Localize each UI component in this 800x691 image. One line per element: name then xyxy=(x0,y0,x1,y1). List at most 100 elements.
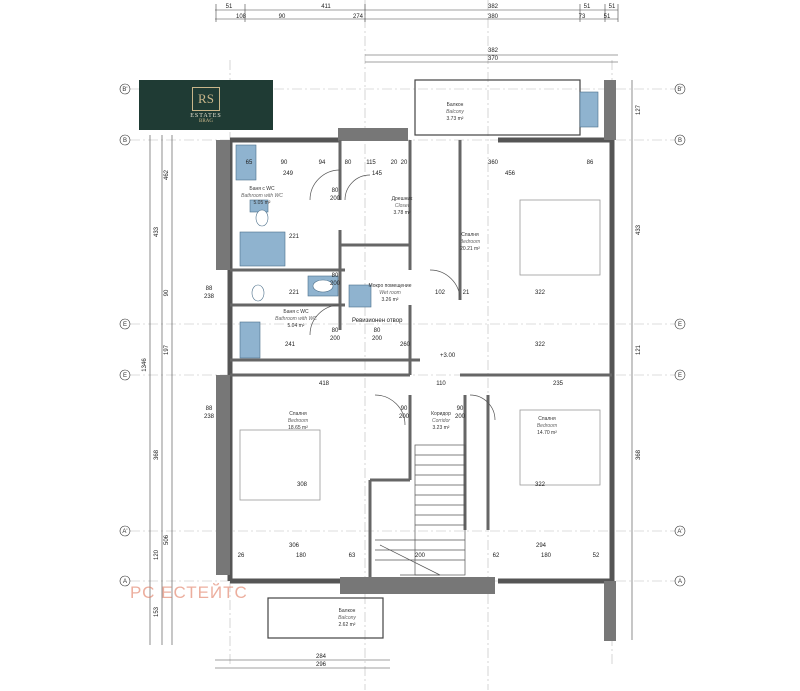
room-name-en: Corridor xyxy=(432,418,450,424)
dim-label: 368 xyxy=(636,449,642,460)
dim-label: 127 xyxy=(636,104,642,115)
door-label: 200 xyxy=(330,336,341,342)
dim-label: 115 xyxy=(366,160,376,166)
axis-letter: B' xyxy=(677,87,682,93)
dim-label: 221 xyxy=(289,290,300,296)
dim-label: 180 xyxy=(296,553,307,559)
dim-label: 235 xyxy=(553,381,564,387)
door-label: 200 xyxy=(372,336,383,342)
dim-label: 51 xyxy=(226,4,233,10)
axis-letter: E xyxy=(123,373,127,379)
door-label: 80 xyxy=(332,273,339,279)
left-dimension-text: 462 433 88 238 90 197 1346 88 238 368 50… xyxy=(142,169,215,617)
interior-walls xyxy=(230,140,612,577)
axis-letter: B' xyxy=(122,87,127,93)
dim-label: 102 xyxy=(435,290,446,296)
axis-letter: E xyxy=(123,322,127,328)
room-name: Балкон xyxy=(447,102,464,108)
dim-label: 296 xyxy=(316,662,327,668)
annotations: Ревизионен отвор +3.00 xyxy=(352,318,456,359)
dim-label: 80 xyxy=(345,160,352,166)
axis-letter: B xyxy=(123,138,127,144)
dim-label: 418 xyxy=(319,381,330,387)
door-size-text: 80 200 80 200 80 200 80 200 90 200 90 20… xyxy=(330,188,466,420)
dim-label: 360 xyxy=(488,160,499,166)
dim-label: 121 xyxy=(636,344,642,355)
room-name-en: Closet xyxy=(395,203,410,209)
dim-label: 433 xyxy=(154,226,160,237)
level-mark: +3.00 xyxy=(440,353,456,359)
door-label: 80 xyxy=(374,328,381,334)
room-name: Мокро помещение xyxy=(368,283,411,289)
dim-label: 506 xyxy=(164,534,170,545)
dim-label: 370 xyxy=(488,56,499,62)
room-area: 18.65 m² xyxy=(288,425,308,431)
dim-label: 462 xyxy=(164,169,170,180)
dim-label: 456 xyxy=(505,171,516,177)
dim-label: 153 xyxy=(154,606,160,617)
room-area: 2.62 m² xyxy=(339,622,356,628)
staircase xyxy=(375,444,466,576)
top-dimension-lines xyxy=(215,4,619,63)
room-name: Баня с WC xyxy=(249,186,275,192)
dim-label: 433 xyxy=(636,224,642,235)
dim-label: 65 xyxy=(246,160,253,166)
room-area: 5.05 m² xyxy=(254,200,271,206)
room-area: 3.73 m² xyxy=(447,116,464,122)
room-area: 3.23 m² xyxy=(433,425,450,431)
dim-label: 90 xyxy=(164,289,170,296)
axis-letter: A xyxy=(678,579,682,585)
logo-mark: RS xyxy=(192,86,220,111)
dim-label: 200 xyxy=(415,553,426,559)
dim-label: 86 xyxy=(587,160,594,166)
dim-label: 94 xyxy=(319,160,326,166)
room-name-en: Balcony xyxy=(338,615,356,621)
room-name-en: Bedroom xyxy=(288,418,308,424)
dim-label: 52 xyxy=(593,553,600,559)
room-name-en: Bathroom with WC xyxy=(275,316,317,322)
room-area: 3.78 m² xyxy=(394,210,411,216)
room-name: Балкон xyxy=(339,608,356,614)
axis-letter: A xyxy=(123,579,127,585)
axis-bubbles xyxy=(119,83,686,587)
dim-label: 368 xyxy=(154,449,160,460)
dim-label: 411 xyxy=(321,4,331,10)
door-label: 200 xyxy=(330,281,341,287)
dim-label: 63 xyxy=(349,553,356,559)
axis-letter: A' xyxy=(677,529,682,535)
revision-opening-label: Ревизионен отвор xyxy=(352,318,403,324)
room-name: Дрешник xyxy=(392,196,414,202)
axis-letter: B xyxy=(678,138,682,144)
dim-label: 51 xyxy=(604,14,611,20)
dim-label: 88 xyxy=(206,406,213,412)
dim-label: 108 xyxy=(236,14,247,20)
door-label: 80 xyxy=(332,328,339,334)
dim-label: 306 xyxy=(289,543,300,549)
top-dimension-text: 51 411 382 51 51 108 90 274 380 73 51 38… xyxy=(226,4,616,62)
dim-label: 120 xyxy=(154,549,160,560)
room-area: 14.70 m² xyxy=(537,430,557,436)
dim-label: 26 xyxy=(238,553,245,559)
bathroom-fixtures xyxy=(235,91,599,359)
room-name-en: Balcony xyxy=(446,109,464,115)
dim-label: 221 xyxy=(289,234,300,240)
inner-dimension-text: 65 90 94 80 115 20 20 360 86 249 145 456… xyxy=(238,160,600,559)
dim-label: 180 xyxy=(541,553,552,559)
bottom-dimension-text: 284 296 xyxy=(316,654,327,668)
axis-letter: A' xyxy=(122,529,127,535)
door-label: 90 xyxy=(457,406,464,412)
right-dimension-text: 127 433 121 368 xyxy=(636,104,642,460)
door-swings xyxy=(309,169,496,426)
door-label: 200 xyxy=(455,414,466,420)
dim-label: 90 xyxy=(281,160,288,166)
room-labels: Баня с WC Bathroom with WC 5.05 m² Дрешн… xyxy=(241,102,557,628)
axis-letter: E xyxy=(678,373,682,379)
dim-label: 238 xyxy=(204,414,215,420)
axis-letters: B' B' B B E E E E A' A' A A xyxy=(122,87,682,585)
watermark-text: РС ЕСТЕЙТС xyxy=(130,583,248,602)
beds xyxy=(239,199,601,501)
room-name: Спалня xyxy=(461,232,479,238)
dim-label: 110 xyxy=(436,381,446,387)
logo-brand: ESTATES xyxy=(190,112,222,119)
room-name-en: Bathroom with WC xyxy=(241,193,283,199)
